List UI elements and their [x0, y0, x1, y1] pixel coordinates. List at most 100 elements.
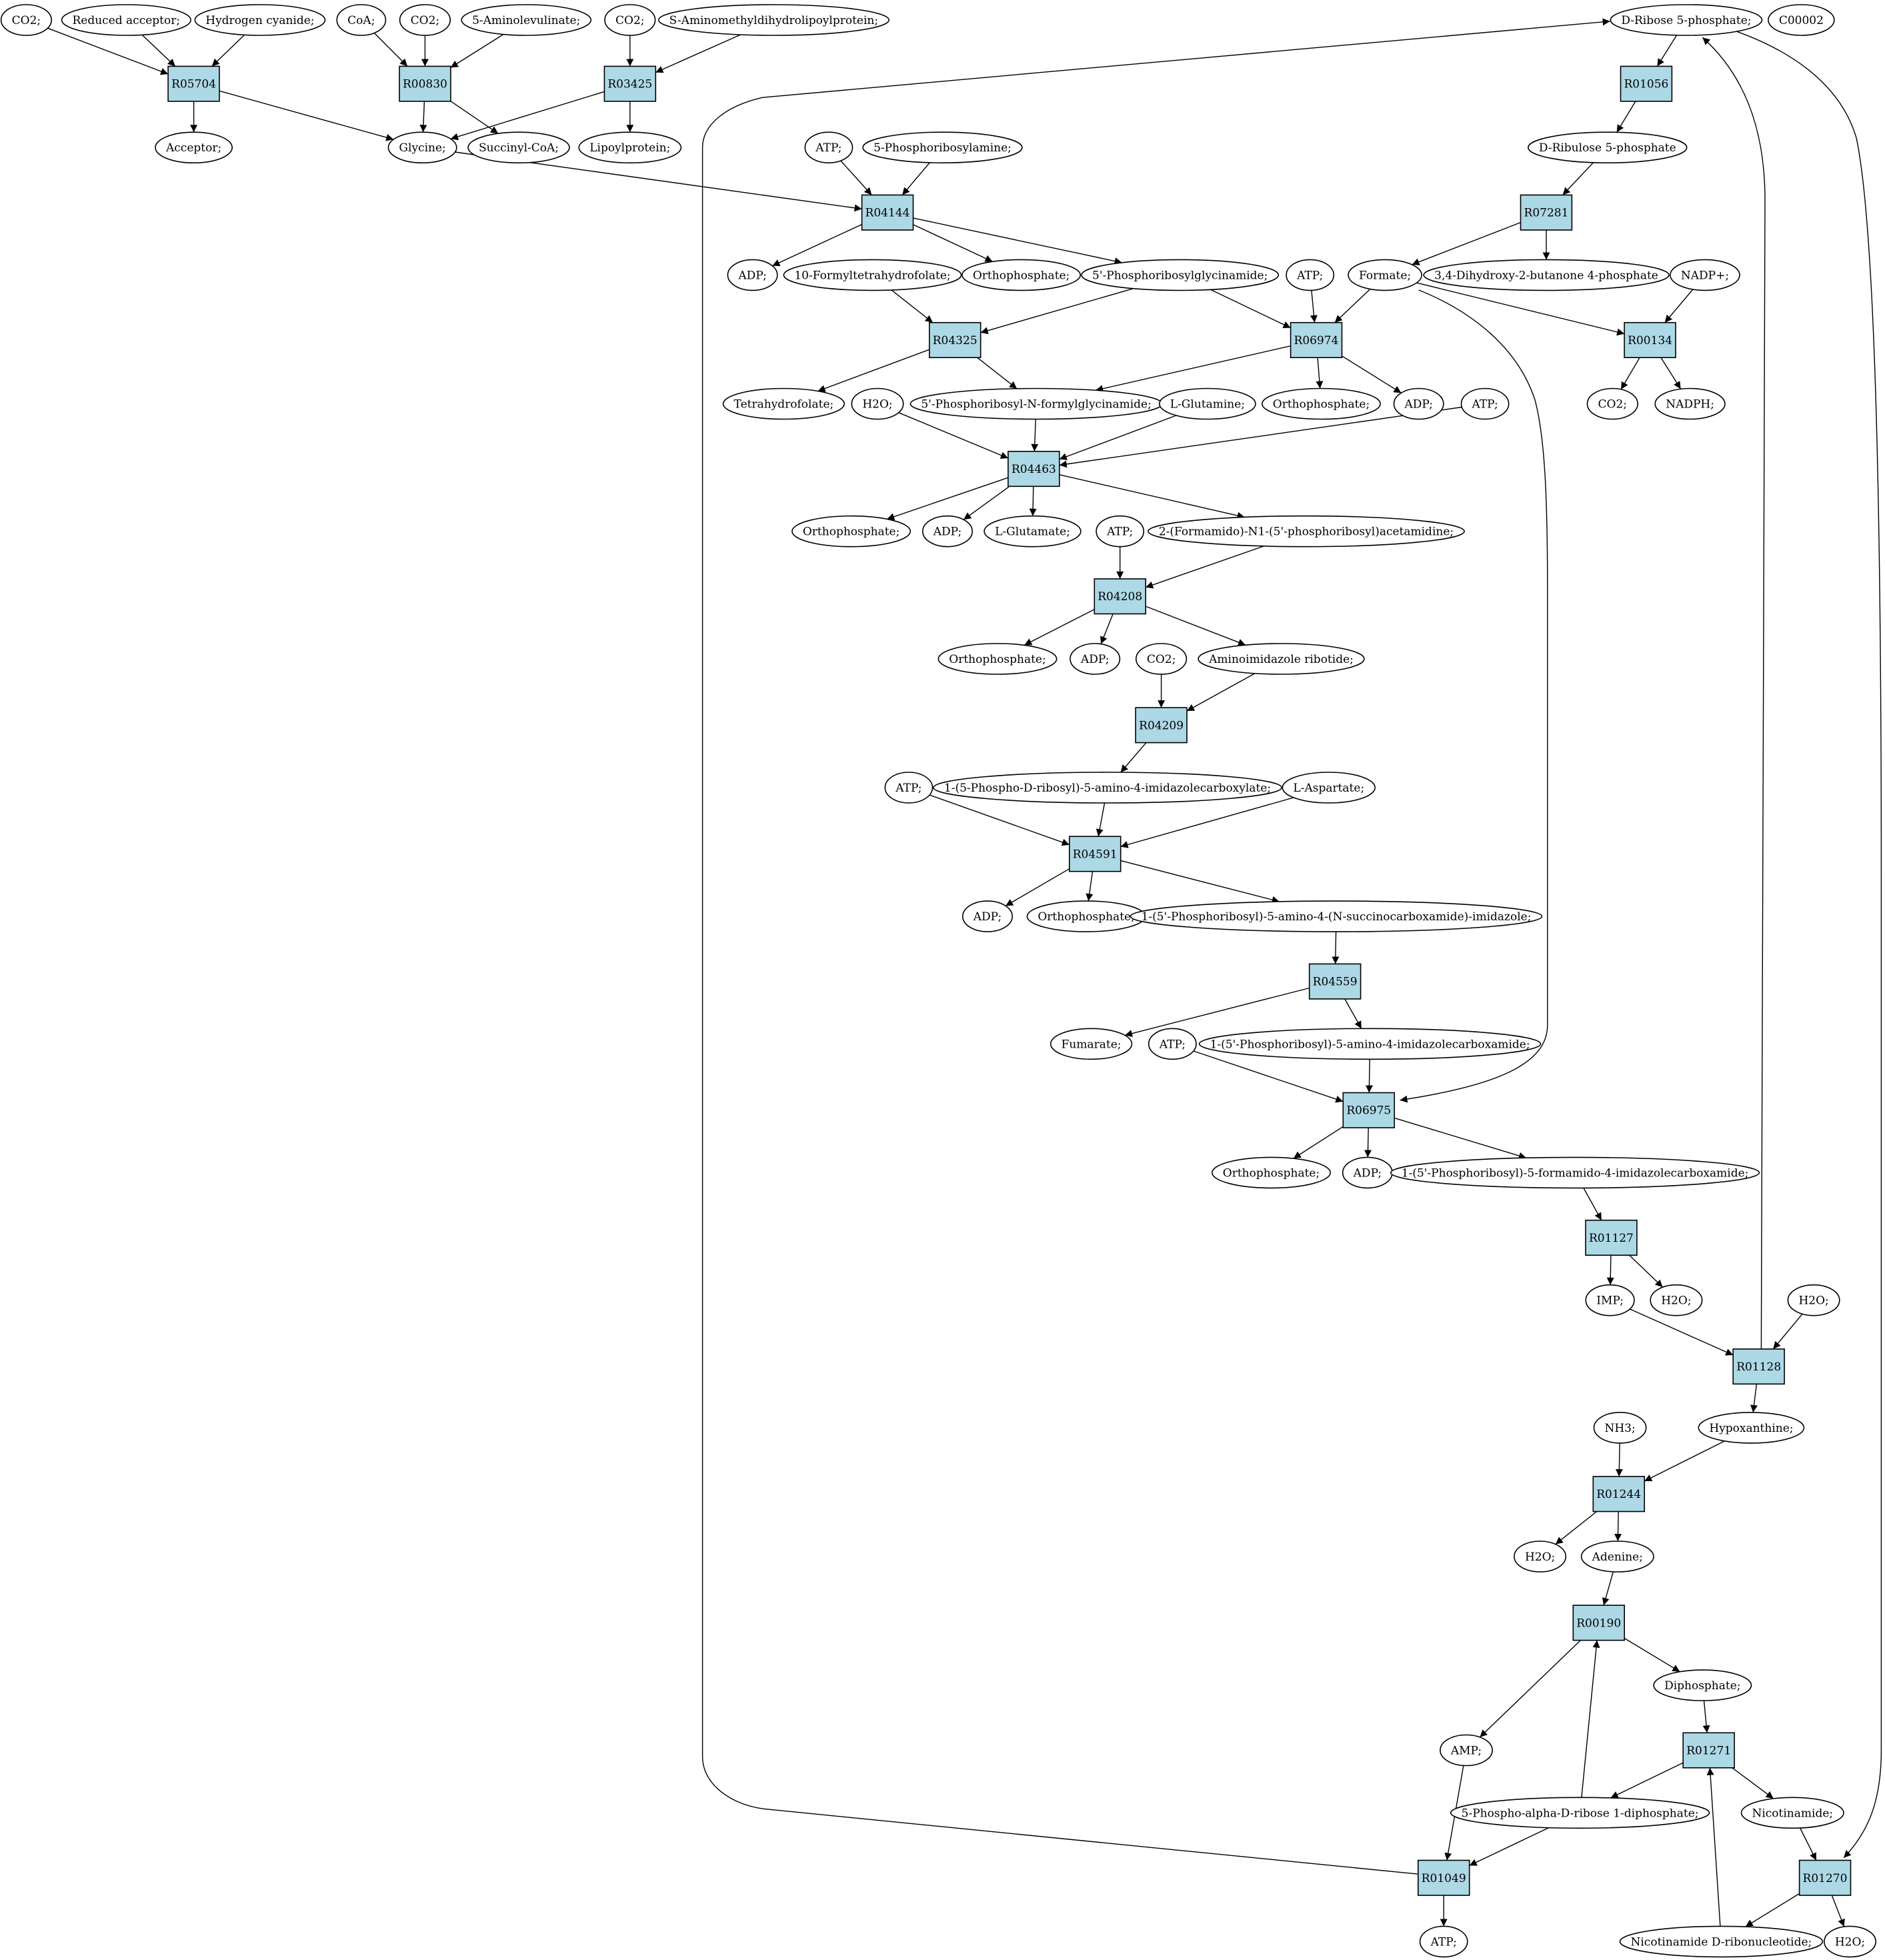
reaction-box [1008, 450, 1060, 487]
compound-node-c_redacc[interactable]: Reduced acceptor; [61, 4, 191, 36]
compound-node-c_acceptor[interactable]: Acceptor; [155, 131, 233, 163]
compound-node-c_nadph[interactable]: NADPH; [1654, 387, 1726, 420]
compound-node-c_atp_1[interactable]: ATP; [804, 131, 853, 163]
compound-node-c_nmn[interactable]: Nicotinamide D-ribonucleotide; [1619, 1925, 1824, 1958]
compound-node-c_adp_5[interactable]: ADP; [962, 900, 1014, 932]
reaction-node-R04209[interactable]: R04209 [1135, 707, 1188, 744]
compound-node-c_adp_1[interactable]: ADP; [727, 259, 778, 291]
reaction-node-R00190[interactable]: R00190 [1572, 1605, 1626, 1641]
compound-node-c_imp[interactable]: IMP; [1585, 1284, 1635, 1316]
compound-node-c_adenine[interactable]: Adenine; [1580, 1541, 1654, 1573]
reaction-node-R01049[interactable]: R01049 [1418, 1859, 1470, 1896]
edge-c_atp_6-to-R06975 [1193, 1050, 1344, 1103]
compound-node-c_pi_2[interactable]: Orthophosphate; [1262, 387, 1382, 420]
compound-ellipse [61, 4, 191, 36]
reaction-node-R07281[interactable]: R07281 [1520, 194, 1573, 231]
compound-node-c_dr5p[interactable]: D-Ribose 5-phosphate; [1610, 4, 1763, 36]
reaction-node-R04559[interactable]: R04559 [1308, 963, 1362, 1000]
compound-node-c_nicam[interactable]: Nicotinamide; [1740, 1797, 1844, 1829]
compound-node-c_glu[interactable]: L-Glutamate; [984, 515, 1082, 548]
compound-node-c_fum[interactable]: Fumarate; [1050, 1028, 1133, 1060]
reaction-node-R04463[interactable]: R04463 [1008, 450, 1060, 487]
compound-node-c_pi_4[interactable]: Orthophosphate; [937, 643, 1058, 675]
compound-node-c_atp_7[interactable]: ATP; [1419, 1925, 1468, 1958]
compound-node-c_fgam[interactable]: 2-(Formamido)-N1-(5'-phosphoribosyl)acet… [1148, 515, 1465, 548]
compound-node-c_gln[interactable]: L-Glutamine; [1159, 387, 1256, 420]
reaction-node-R06974[interactable]: R06974 [1290, 321, 1343, 359]
compound-node-c_10fthf[interactable]: 10-Formyltetrahydrofolate; [783, 259, 962, 291]
compound-node-c_prpp[interactable]: 5-Phospho-alpha-D-ribose 1-diphosphate; [1450, 1797, 1710, 1829]
compound-node-c_h2o_5[interactable]: H2O; [1824, 1925, 1877, 1958]
compound-node-c_adp_2[interactable]: ADP; [1393, 387, 1444, 420]
compound-node-c_thf[interactable]: Tetrahydrofolate; [722, 387, 845, 420]
reaction-node-R01270[interactable]: R01270 [1798, 1859, 1852, 1896]
compound-node-c_pi_1[interactable]: Orthophosphate; [962, 259, 1082, 291]
compound-node-c_dru5p[interactable]: D-Ribulose 5-phosphate [1528, 131, 1688, 163]
compound-node-c_co2_b[interactable]: CO2; [399, 4, 451, 36]
compound-node-c_succoa[interactable]: Succinyl-CoA; [467, 131, 570, 163]
compound-node-c_atp_6[interactable]: ATP; [1148, 1028, 1197, 1060]
reaction-node-R04208[interactable]: R04208 [1094, 578, 1147, 615]
compound-node-c_asp[interactable]: L-Aspartate; [1282, 772, 1376, 804]
reaction-node-R03425[interactable]: R03425 [603, 65, 657, 102]
compound-node-c_atp_5[interactable]: ATP; [884, 772, 933, 804]
edge-R06974-to-c_pi_2 [1316, 357, 1324, 389]
compound-node-c_c00002[interactable]: C00002 [1768, 4, 1835, 36]
compound-node-c_co2_c[interactable]: CO2; [604, 4, 656, 36]
compound-node-c_co2_e[interactable]: CO2; [1135, 643, 1188, 675]
compound-node-c_coa[interactable]: CoA; [336, 4, 387, 36]
compound-node-c_formate[interactable]: Formate; [1348, 259, 1423, 291]
reaction-node-R01128[interactable]: R01128 [1732, 1348, 1785, 1385]
compound-node-c_gar[interactable]: 5'-Phosphoribosylglycinamide; [1081, 259, 1280, 291]
compound-node-c_h2o_2[interactable]: H2O; [1650, 1284, 1703, 1316]
compound-node-c_atp_3[interactable]: ATP; [1460, 387, 1510, 420]
reaction-node-R01056[interactable]: R01056 [1620, 65, 1673, 102]
compound-node-c_h2o_4[interactable]: H2O; [1514, 1541, 1567, 1573]
reaction-node-R05704[interactable]: R05704 [167, 65, 220, 102]
compound-node-c_dhbp[interactable]: 3,4-Dihydroxy-2-butanone 4-phosphate [1423, 259, 1670, 291]
compound-node-c_ala[interactable]: 5-Aminolevulinate; [461, 4, 592, 36]
compound-node-c_adp_4[interactable]: ADP; [1070, 643, 1121, 675]
reaction-node-R00830[interactable]: R00830 [399, 65, 451, 102]
compound-node-c_hcn[interactable]: Hydrogen cyanide; [194, 4, 326, 36]
reaction-node-R01244[interactable]: R01244 [1592, 1476, 1646, 1513]
compound-node-c_amp[interactable]: AMP; [1440, 1734, 1493, 1767]
reaction-node-R04325[interactable]: R04325 [929, 321, 982, 359]
compound-node-c_atp_2[interactable]: ATP; [1286, 259, 1335, 291]
reaction-node-R01127[interactable]: R01127 [1585, 1219, 1638, 1256]
reaction-node-R06975[interactable]: R06975 [1342, 1092, 1396, 1128]
compound-node-c_hypox[interactable]: Hypoxanthine; [1698, 1412, 1805, 1444]
compound-node-c_nadp[interactable]: NADP+; [1670, 259, 1740, 291]
compound-node-c_co2_d[interactable]: CO2; [1586, 387, 1638, 420]
compound-node-c_saicar[interactable]: 1-(5'-Phosphoribosyl)-5-amino-4-(N-succi… [1130, 900, 1543, 932]
compound-node-c_glycine[interactable]: Glycine; [387, 131, 457, 163]
compound-node-c_atp_4[interactable]: ATP; [1096, 515, 1145, 548]
edge-R04559-to-c_aicar [1344, 998, 1362, 1029]
compound-node-c_h2o_3[interactable]: H2O; [1787, 1284, 1840, 1316]
compound-node-c_aicar[interactable]: 1-(5'-Phosphoribosyl)-5-amino-4-imidazol… [1198, 1028, 1542, 1060]
compound-ellipse [1159, 387, 1256, 420]
compound-node-c_ppi[interactable]: Diphosphate; [1653, 1669, 1752, 1701]
compound-node-c_pi_5[interactable]: Orthophosphate; [1026, 900, 1146, 932]
compound-ellipse [1440, 1734, 1493, 1767]
compound-node-c_samdlp[interactable]: S-Aminomethyldihydrolipoylprotein; [657, 4, 889, 36]
reaction-node-R01271[interactable]: R01271 [1682, 1732, 1735, 1769]
compound-node-c_fgar[interactable]: 5'-Phosphoribosyl-N-formylglycinamide; [909, 387, 1163, 420]
compound-node-c_air[interactable]: Aminoimidazole ribotide; [1198, 643, 1365, 675]
reaction-node-R04144[interactable]: R04144 [861, 194, 914, 231]
compound-node-c_adp_3[interactable]: ADP; [922, 515, 974, 548]
compound-node-c_nh3[interactable]: NH3; [1593, 1412, 1647, 1444]
compound-node-c_adp_6[interactable]: ADP; [1342, 1156, 1393, 1189]
compound-node-c_lipoprot[interactable]: Lipoylprotein; [578, 131, 682, 163]
reaction-node-R00134[interactable]: R00134 [1624, 321, 1676, 359]
compound-node-c_faicar[interactable]: 1-(5'-Phosphoribosyl)-5-formamido-4-imid… [1390, 1156, 1760, 1189]
compound-node-c_cair[interactable]: 1-(5-Phospho-D-ribosyl)-5-amino-4-imidaz… [933, 772, 1282, 804]
compound-node-c_5pra[interactable]: 5-Phosphoribosylamine; [862, 131, 1023, 163]
compound-node-c_pi_6[interactable]: Orthophosphate; [1212, 1156, 1332, 1189]
compound-node-c_h2o_1[interactable]: H2O; [851, 387, 904, 420]
compound-ellipse [336, 4, 387, 36]
compound-node-c_co2_a[interactable]: CO2; [0, 4, 53, 36]
compound-ellipse [1670, 259, 1740, 291]
reaction-node-R04591[interactable]: R04591 [1069, 836, 1122, 872]
compound-node-c_pi_3[interactable]: Orthophosphate; [791, 515, 911, 548]
